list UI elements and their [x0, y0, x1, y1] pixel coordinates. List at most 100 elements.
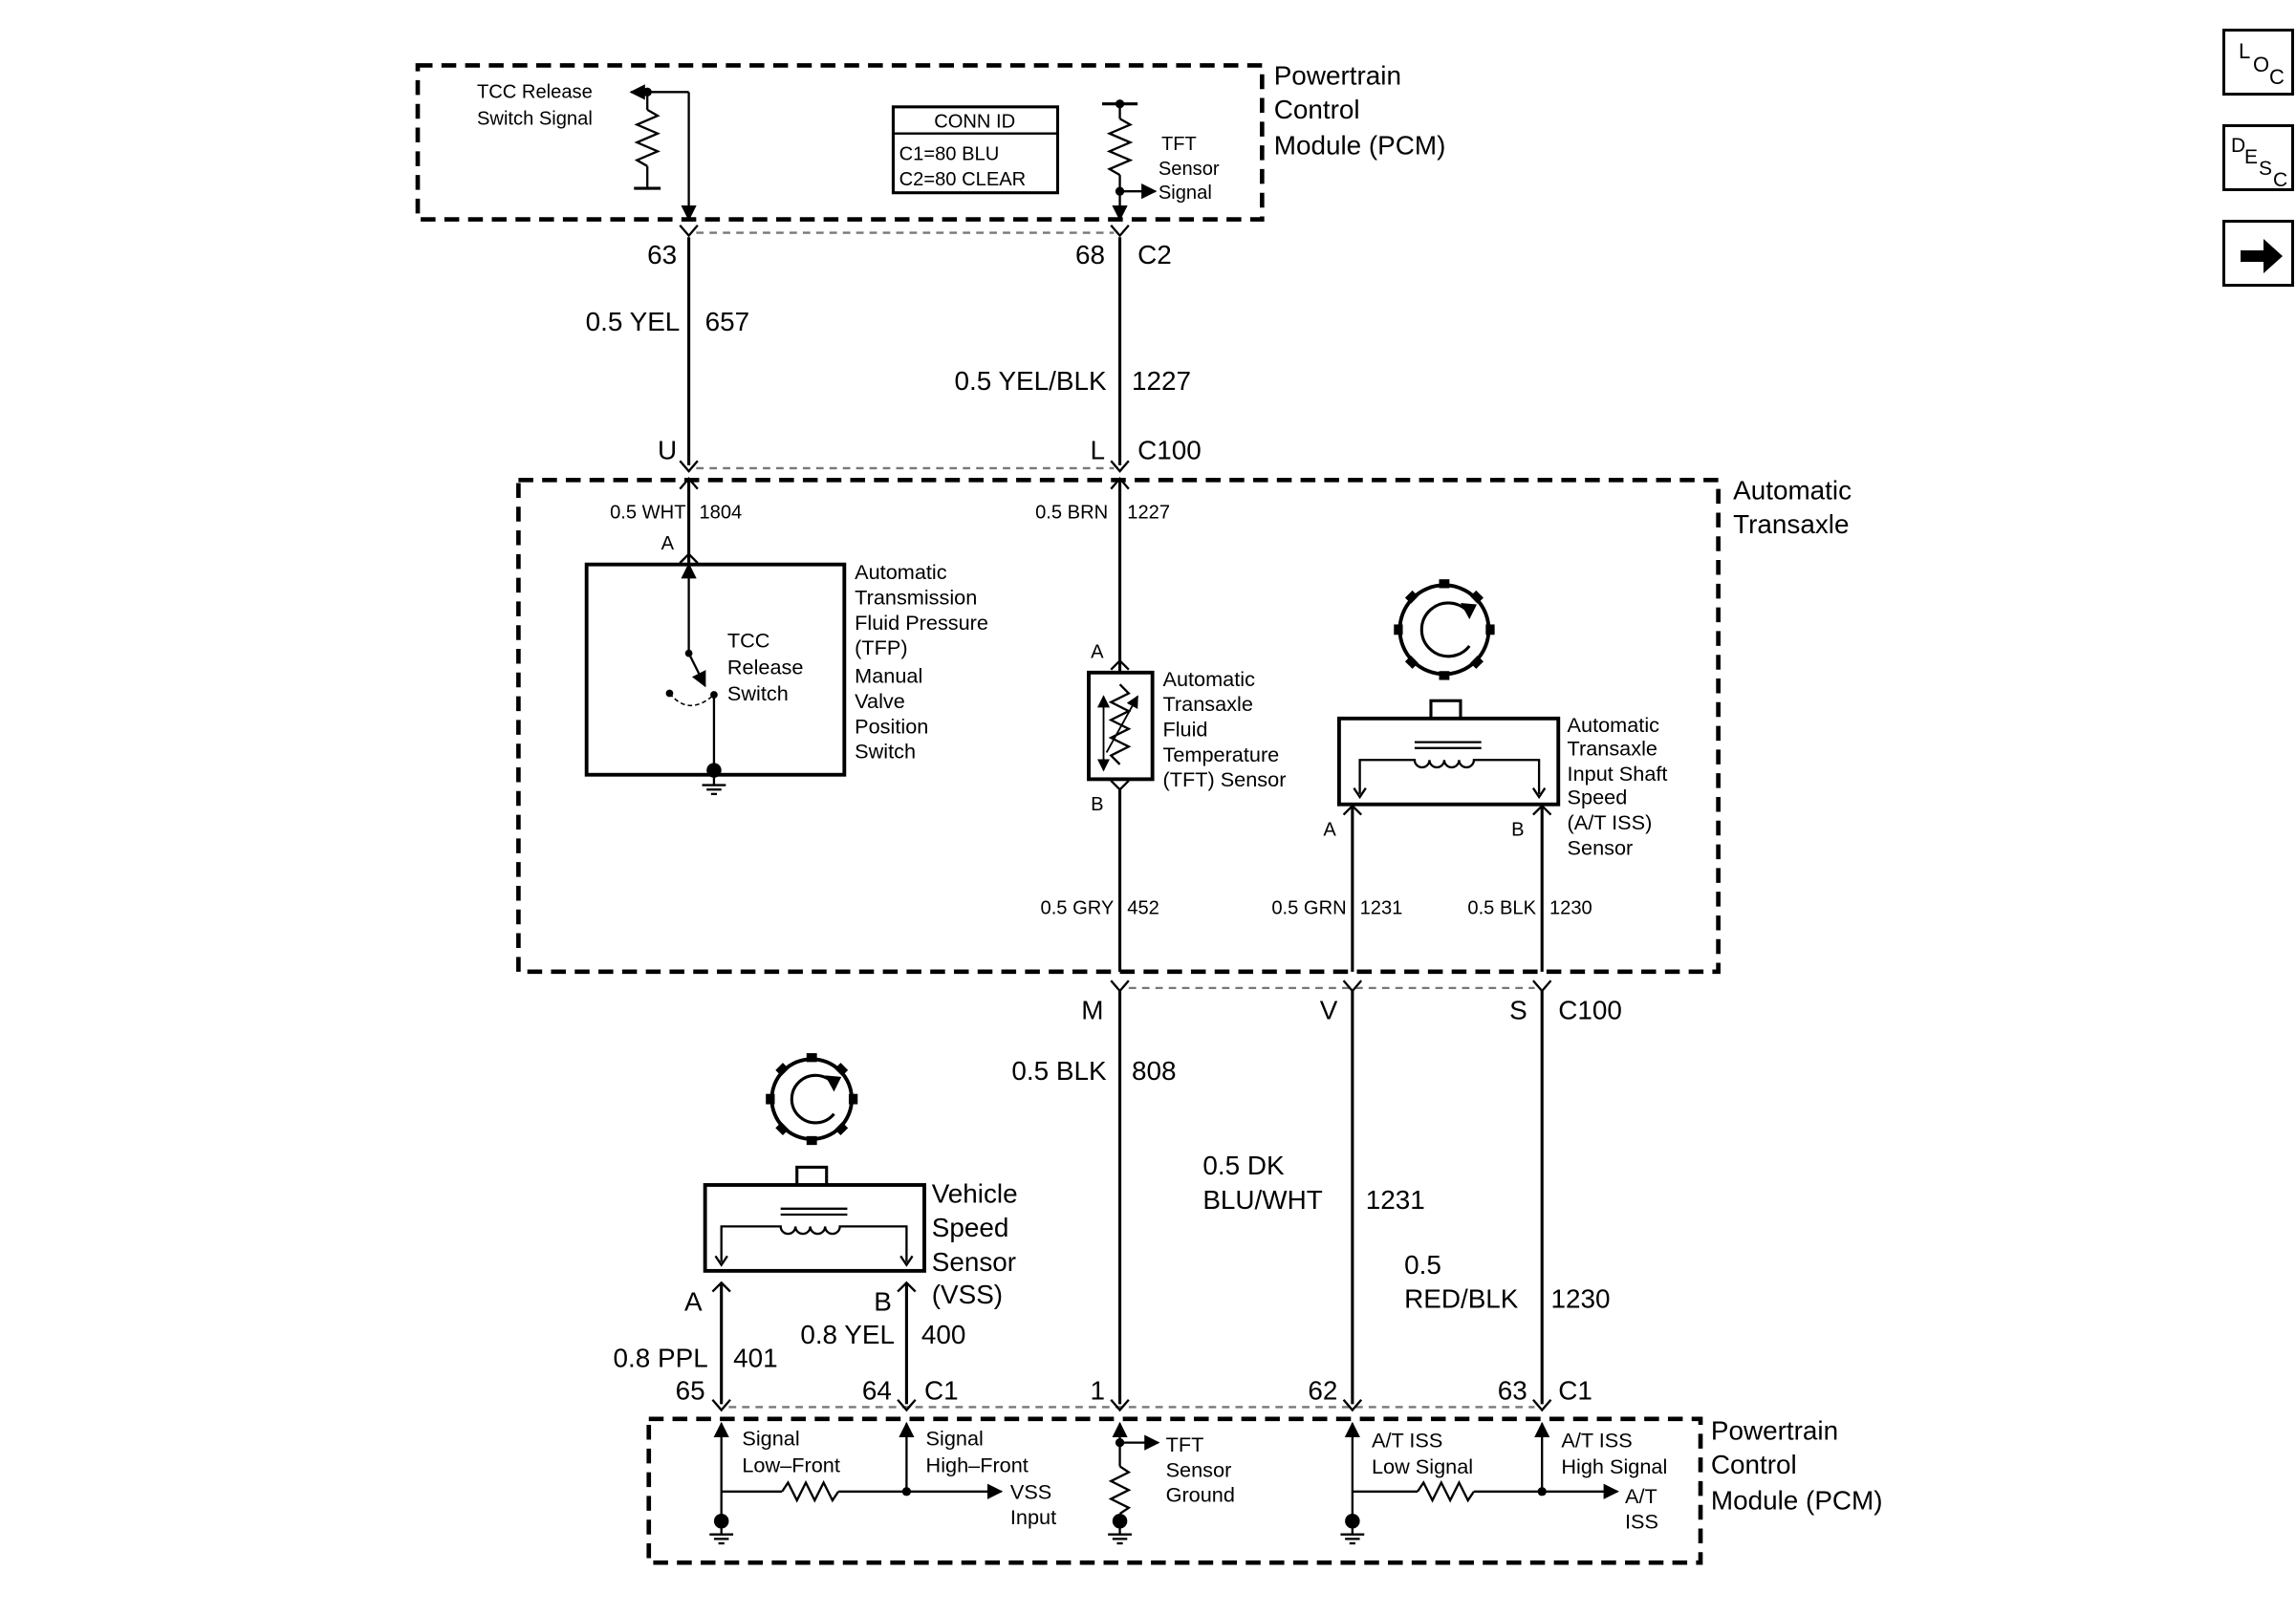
svg-text:D: D	[2231, 135, 2245, 157]
tcc-switch-label-1: TCC	[727, 628, 770, 652]
svg-text:Switch: Switch	[855, 740, 916, 764]
arrow-right-icon	[2241, 239, 2283, 273]
connector-c1-vss: C1	[924, 1376, 959, 1406]
tft-pin-b: B	[1091, 794, 1103, 815]
vss-coil-icon	[720, 1225, 908, 1262]
wire-657-number: 657	[705, 307, 750, 336]
wire-452-color: 0.5 GRY	[1041, 897, 1115, 918]
resistor-icon	[1106, 118, 1134, 177]
pin-65: 65	[676, 1376, 705, 1406]
tcc-signal-label-1: TCC Release	[477, 82, 593, 103]
svg-text:Fluid Pressure: Fluid Pressure	[855, 611, 988, 635]
wire-1230b-color: 0.5 BLK	[1467, 897, 1536, 918]
vss-input-label-1: VSS	[1010, 1480, 1051, 1504]
reluctor-wheel-icon	[1394, 579, 1495, 680]
svg-text:Manual: Manual	[855, 664, 922, 688]
svg-text:Transaxle: Transaxle	[1568, 737, 1657, 761]
vss-reluctor-wheel-icon	[766, 1053, 858, 1146]
connector-c2: C2	[1137, 240, 1172, 269]
iss-low-label-1: A/T ISS	[1372, 1428, 1442, 1452]
lower-wires: M V S C100 0.5 BLK 808 0.5 DK BLU/WHT 12…	[614, 990, 1622, 1406]
svg-text:Automatic: Automatic	[1568, 713, 1660, 737]
svg-text:C: C	[2273, 169, 2287, 191]
iss-sensor-box	[1336, 716, 1561, 807]
conn-id-box: CONN ID C1=80 BLU C2=80 CLEAR	[891, 105, 1060, 195]
pcm-bottom-title-2: Control	[1711, 1450, 1797, 1479]
tfp-pin-a: A	[661, 533, 675, 554]
svg-text:Input Shaft: Input Shaft	[1568, 762, 1668, 786]
vss-label-1: Vehicle	[932, 1179, 1018, 1209]
svg-text:(TFP): (TFP)	[855, 635, 907, 659]
pin-64: 64	[862, 1376, 892, 1406]
svg-text:Speed: Speed	[1568, 786, 1628, 809]
tft-ground-label-2: Sensor	[1166, 1457, 1232, 1481]
svg-text:Automatic: Automatic	[855, 560, 947, 584]
wire-657-color: 0.5 YEL	[586, 307, 681, 336]
tft-sensor-label: Automatic Transaxle Fluid Temperature (T…	[1162, 667, 1286, 791]
iss-output-label-1: A/T	[1625, 1484, 1657, 1508]
iss-pin-a: A	[1323, 819, 1336, 840]
pin-s: S	[1509, 995, 1527, 1024]
pin-v: V	[1320, 995, 1338, 1024]
iss-high-label-1: A/T ISS	[1561, 1428, 1632, 1452]
pin-62: 62	[1308, 1376, 1337, 1406]
ground-icon	[1108, 1533, 1132, 1545]
signal-low-label-2: Low–Front	[742, 1454, 839, 1477]
coil-icon	[1358, 759, 1541, 794]
iss-high-label-2: High Signal	[1561, 1454, 1667, 1478]
next-page-button[interactable]	[2222, 220, 2294, 287]
description-button[interactable]: D E S C	[2222, 124, 2294, 191]
tft-sensor-box	[1087, 670, 1155, 782]
iss-sensor-label: Automatic Transaxle Input Shaft Speed (A…	[1568, 713, 1668, 860]
wire-1231b-number: 1231	[1360, 897, 1403, 918]
pin-u: U	[658, 436, 677, 465]
location-button[interactable]: L O C	[2222, 29, 2294, 96]
tcc-switch-label-2: Release	[727, 655, 804, 678]
ground-icon	[702, 784, 726, 796]
pin-63-bottom: 63	[1498, 1376, 1527, 1406]
wire-1230-color-1: 0.5	[1404, 1250, 1441, 1280]
svg-text:Valve: Valve	[855, 689, 905, 713]
vss-label-3: Sensor	[932, 1247, 1016, 1277]
wire-808-color: 0.5 BLK	[1011, 1056, 1107, 1086]
ground-icon	[709, 1533, 734, 1545]
svg-text:Position: Position	[855, 714, 928, 738]
tft-signal-label-1: TFT	[1161, 134, 1197, 155]
signal-low-label-1: Signal	[742, 1427, 799, 1451]
tfp-switch-box	[584, 562, 847, 777]
wire-1231-color-2: BLU/WHT	[1202, 1185, 1322, 1215]
tcc-switch-label-3: Switch	[727, 681, 789, 705]
pcm-top-title-3: Module (PCM)	[1274, 130, 1446, 160]
wire-452-number: 452	[1127, 897, 1159, 918]
vss-pin-b: B	[874, 1287, 892, 1317]
svg-text:Transmission: Transmission	[855, 586, 977, 610]
svg-text:C: C	[2269, 65, 2285, 89]
transaxle-title-1: Automatic	[1733, 475, 1852, 505]
svg-text:Sensor: Sensor	[1568, 835, 1634, 859]
pcm-top-title-2: Control	[1274, 95, 1360, 124]
wire-1227-color: 0.5 YEL/BLK	[954, 366, 1107, 396]
pin-l: L	[1091, 436, 1106, 465]
pcm-bottom-module: Powertrain Control Module (PCM) Signal L…	[646, 1416, 1883, 1565]
svg-text:E: E	[2244, 146, 2258, 168]
iss-low-label-2: Low Signal	[1372, 1454, 1473, 1478]
pcm-bottom-title-3: Module (PCM)	[1711, 1485, 1883, 1515]
tft-pin-a: A	[1091, 641, 1104, 662]
wire-1227b-color: 0.5 BRN	[1035, 503, 1108, 524]
wire-401-number: 401	[733, 1344, 778, 1373]
switch-contact-icon	[687, 653, 706, 688]
svg-text:S: S	[2259, 158, 2272, 180]
resistor-icon	[634, 108, 661, 167]
wire-1230-color-2: RED/BLK	[1404, 1284, 1519, 1314]
tft-ground-label-3: Ground	[1166, 1483, 1235, 1507]
connector-c1-iss: C1	[1558, 1376, 1592, 1406]
vss-sensor-box	[703, 1183, 926, 1273]
wire-400-number: 400	[921, 1320, 966, 1349]
wire-1231b-color: 0.5 GRN	[1271, 897, 1346, 918]
svg-text:Fluid: Fluid	[1162, 717, 1207, 741]
wire-400-color: 0.8 YEL	[800, 1320, 895, 1349]
wire-1804-color: 0.5 WHT	[610, 503, 685, 524]
conn-id-c2: C2=80 CLEAR	[899, 169, 1027, 190]
resistor-icon	[781, 1479, 840, 1503]
